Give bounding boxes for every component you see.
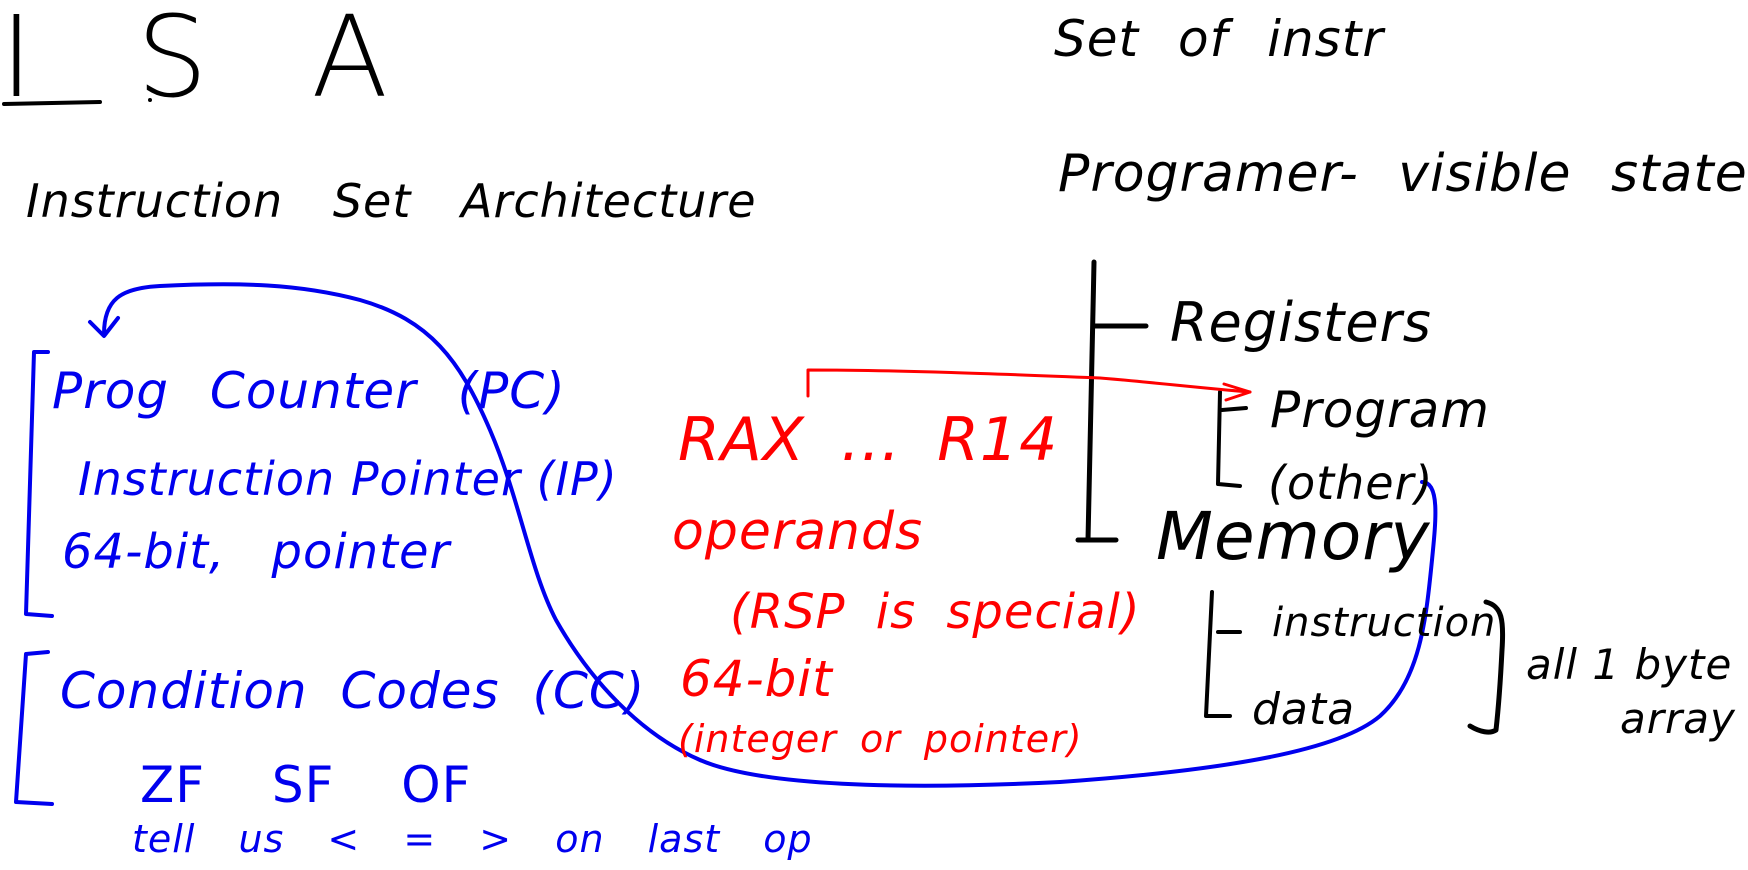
- state-tree-trunk: [1085, 259, 1097, 543]
- red-arrowhead: [1222, 382, 1252, 402]
- operands-label: operands: [672, 502, 924, 562]
- memory-data-label: data: [1252, 684, 1356, 735]
- title-underline: [2, 98, 152, 106]
- memory-note-line2: array: [1620, 694, 1736, 743]
- isa-expansion: Instruction Set Architecture: [26, 174, 757, 228]
- isa-title: I S A: [0, 0, 422, 123]
- pc-bracket: [24, 350, 54, 618]
- condition-flags-label: ZF SF OF: [140, 756, 472, 814]
- memory-label: Memory: [1156, 498, 1431, 575]
- memory-instruction-label: instruction: [1272, 600, 1497, 646]
- register-subtree-trunk: [1216, 390, 1242, 488]
- instruction-pointer-label: Instruction Pointer (IP): [78, 452, 618, 506]
- program-counter-label: Prog Counter (PC): [52, 362, 566, 420]
- registers-label: Registers: [1170, 291, 1432, 354]
- rsp-special-label: (RSP is special): [730, 584, 1141, 640]
- cc-bracket: [14, 650, 54, 806]
- red-connector-arrow: [806, 368, 1252, 398]
- condition-codes-note: tell us < = > on last op: [132, 817, 813, 861]
- program-branch: [1220, 406, 1248, 412]
- blue-connector-loop: [102, 282, 1438, 788]
- set-of-instr-heading: Set of instr: [1054, 10, 1384, 68]
- condition-codes-label: Condition Codes (CC): [60, 662, 646, 720]
- pc-64bit-pointer-label: 64-bit, pointer: [62, 524, 451, 580]
- memory-subtree-trunk: [1204, 590, 1232, 718]
- other-label: (other): [1268, 456, 1434, 510]
- registers-64bit-label: 64-bit: [680, 650, 833, 708]
- program-label: Program: [1270, 381, 1490, 439]
- general-registers-label: RAX ... R14: [678, 405, 1059, 475]
- integer-or-pointer-label: (integer or pointer): [678, 717, 1083, 761]
- memory-note-line1: all 1 byte: [1526, 640, 1733, 689]
- blue-arrowhead: [88, 316, 120, 338]
- programmer-visible-state-heading: Programer- visible state: [1058, 144, 1748, 204]
- memory-bracket: [1467, 599, 1506, 735]
